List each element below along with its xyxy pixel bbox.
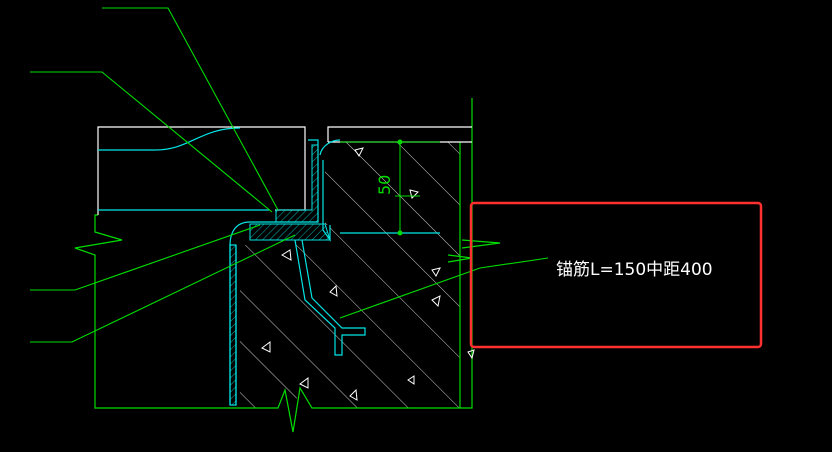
anchor-rebar-annotation: 锚筋L=150中距400	[556, 260, 713, 280]
leader-lines	[30, 7, 549, 343]
aggregate-marks	[261, 147, 475, 401]
cyan-detail-lines	[98, 127, 440, 406]
highlight-box	[469, 201, 763, 349]
dimension-label: 50	[375, 175, 394, 195]
flashing-strip	[249, 144, 331, 241]
concrete-wall-section	[240, 142, 460, 420]
dimension-50	[340, 139, 440, 236]
